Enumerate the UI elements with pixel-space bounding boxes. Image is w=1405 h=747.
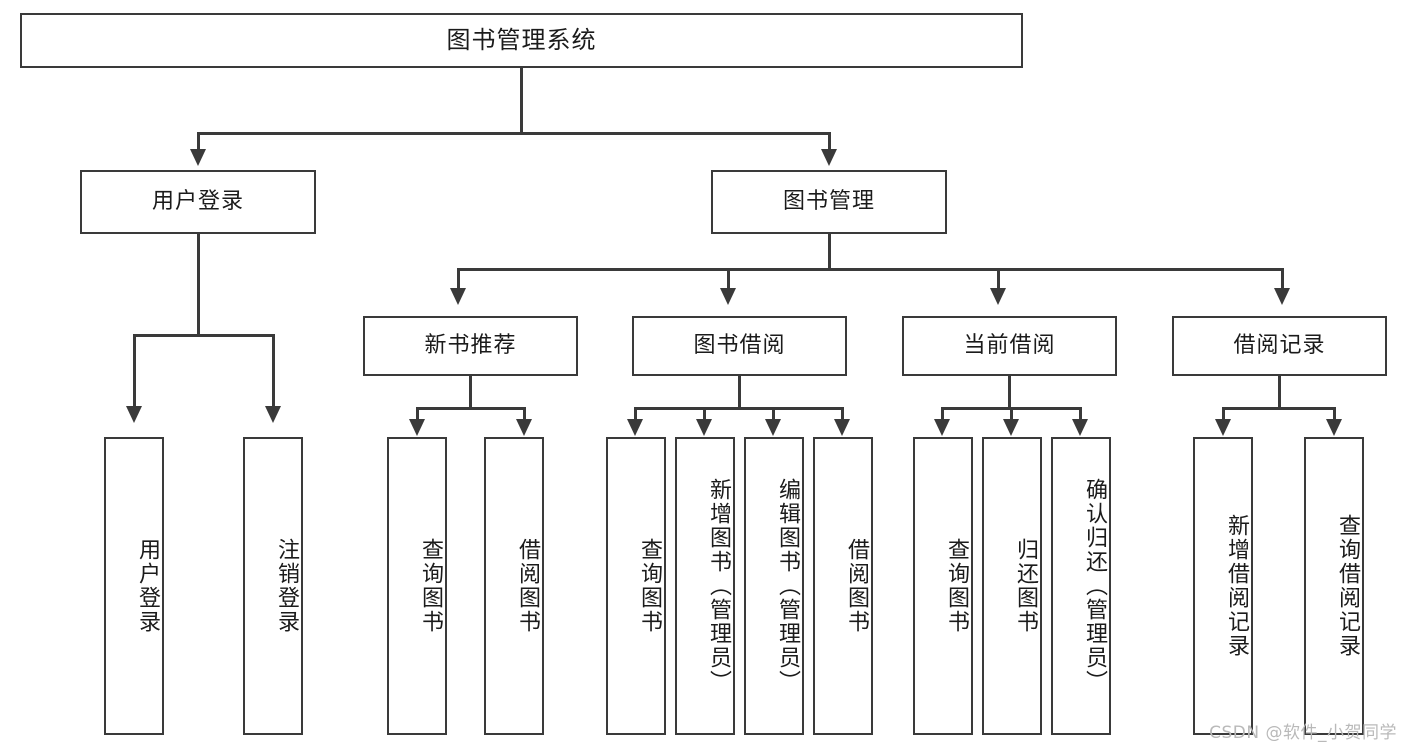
leaf-recommend-borrow-book[interactable]: 借阅图书: [484, 437, 544, 735]
connector-recommend-stem: [469, 376, 472, 409]
connector-current-drop-2: [1010, 407, 1013, 421]
connector-level2-drop-right: [828, 132, 831, 152]
arrow-to-book-borrow: [720, 288, 736, 305]
arrow-to-leaf-current-confirm: [1072, 419, 1088, 436]
arrow-to-borrow-record: [1274, 288, 1290, 305]
connector-borrow-drop-3: [772, 407, 775, 421]
node-label: 借阅图书: [515, 538, 540, 634]
node-current-borrow[interactable]: 当前借阅: [902, 316, 1117, 376]
node-new-book-recommend[interactable]: 新书推荐: [363, 316, 578, 376]
leaf-logout[interactable]: 注销登录: [243, 437, 303, 735]
connector-recommend-drop-2: [523, 407, 526, 421]
arrow-to-user-login: [190, 149, 206, 166]
node-label: 图书管理: [782, 188, 875, 214]
arrow-to-leaf-borrow-add: [696, 419, 712, 436]
arrow-to-new-book-recommend: [450, 288, 466, 305]
node-label: 新增图书（管理员）: [706, 478, 731, 694]
leaf-record-add[interactable]: 新增借阅记录: [1193, 437, 1253, 735]
node-root-book-management-system[interactable]: 图书管理系统: [20, 13, 1023, 68]
connector-level3-drop-1: [457, 268, 460, 290]
connector-level3-drop-2: [727, 268, 730, 290]
leaf-user-login[interactable]: 用户登录: [104, 437, 164, 735]
connector-level3-drop-4: [1281, 268, 1284, 290]
node-label: 借阅图书: [844, 538, 869, 634]
leaf-borrow-add-book-admin[interactable]: 新增图书（管理员）: [675, 437, 735, 735]
arrow-to-leaf-recommend-borrow: [516, 419, 532, 436]
node-book-borrow[interactable]: 图书借阅: [632, 316, 847, 376]
leaf-recommend-query-book[interactable]: 查询图书: [387, 437, 447, 735]
arrow-to-leaf-current-query: [934, 419, 950, 436]
connector-current-drop-1: [941, 407, 944, 421]
connector-recommend-bar: [416, 407, 526, 410]
node-label: 新书推荐: [424, 332, 517, 358]
connector-user-login-bar: [133, 334, 275, 337]
leaf-borrow-lend-book[interactable]: 借阅图书: [813, 437, 873, 735]
connector-borrow-drop-2: [703, 407, 706, 421]
arrow-to-book-management: [821, 149, 837, 166]
connector-borrow-drop-4: [841, 407, 844, 421]
leaf-current-return-book[interactable]: 归还图书: [982, 437, 1042, 735]
node-user-login[interactable]: 用户登录: [80, 170, 316, 234]
node-label: 编辑图书（管理员）: [775, 478, 800, 694]
node-label: 确认归还（管理员）: [1082, 478, 1107, 694]
arrow-to-leaf-borrow-lend: [834, 419, 850, 436]
connector-user-login-stem: [197, 234, 200, 336]
connector-user-login-drop-1: [133, 334, 136, 408]
arrow-to-current-borrow: [990, 288, 1006, 305]
node-label: 当前借阅: [963, 332, 1056, 358]
node-label: 新增借阅记录: [1224, 514, 1249, 658]
node-label: 查询借阅记录: [1335, 514, 1360, 658]
leaf-record-query[interactable]: 查询借阅记录: [1304, 437, 1364, 735]
node-label: 归还图书: [1013, 538, 1038, 634]
connector-level2-bar: [197, 132, 831, 135]
connector-level3-bar: [457, 268, 1284, 271]
arrow-to-leaf-current-return: [1003, 419, 1019, 436]
leaf-borrow-edit-book-admin[interactable]: 编辑图书（管理员）: [744, 437, 804, 735]
connector-current-stem: [1008, 376, 1011, 409]
node-label: 图书借阅: [693, 332, 786, 358]
connector-current-drop-3: [1079, 407, 1082, 421]
node-label: 用户登录: [135, 538, 160, 634]
connector-level3-drop-3: [997, 268, 1000, 290]
node-label: 查询图书: [637, 538, 662, 634]
connector-user-login-drop-2: [272, 334, 275, 408]
arrow-to-leaf-borrow-query: [627, 419, 643, 436]
arrow-to-leaf-user-login: [126, 406, 142, 423]
node-label: 用户登录: [151, 188, 244, 214]
connector-borrow-bar: [634, 407, 844, 410]
node-label: 借阅记录: [1233, 332, 1326, 358]
node-label: 图书管理系统: [446, 26, 597, 55]
connector-recommend-drop-1: [416, 407, 419, 421]
connector-root-stem: [520, 68, 523, 134]
node-book-management[interactable]: 图书管理: [711, 170, 947, 234]
connector-record-drop-2: [1333, 407, 1336, 421]
connector-level2-drop-left: [197, 132, 200, 152]
connector-book-management-stem: [828, 234, 831, 270]
leaf-borrow-query-book[interactable]: 查询图书: [606, 437, 666, 735]
node-label: 查询图书: [944, 538, 969, 634]
leaf-current-confirm-return-admin[interactable]: 确认归还（管理员）: [1051, 437, 1111, 735]
leaf-current-query-book[interactable]: 查询图书: [913, 437, 973, 735]
node-label: 注销登录: [274, 538, 299, 634]
arrow-to-leaf-record-query: [1326, 419, 1342, 436]
connector-record-drop-1: [1222, 407, 1225, 421]
arrow-to-leaf-recommend-query: [409, 419, 425, 436]
connector-record-stem: [1278, 376, 1281, 409]
connector-borrow-stem: [738, 376, 741, 409]
node-borrow-record[interactable]: 借阅记录: [1172, 316, 1387, 376]
arrow-to-leaf-record-add: [1215, 419, 1231, 436]
arrow-to-leaf-logout: [265, 406, 281, 423]
node-label: 查询图书: [418, 538, 443, 634]
arrow-to-leaf-borrow-edit: [765, 419, 781, 436]
connector-borrow-drop-1: [634, 407, 637, 421]
connector-record-bar: [1222, 407, 1336, 410]
